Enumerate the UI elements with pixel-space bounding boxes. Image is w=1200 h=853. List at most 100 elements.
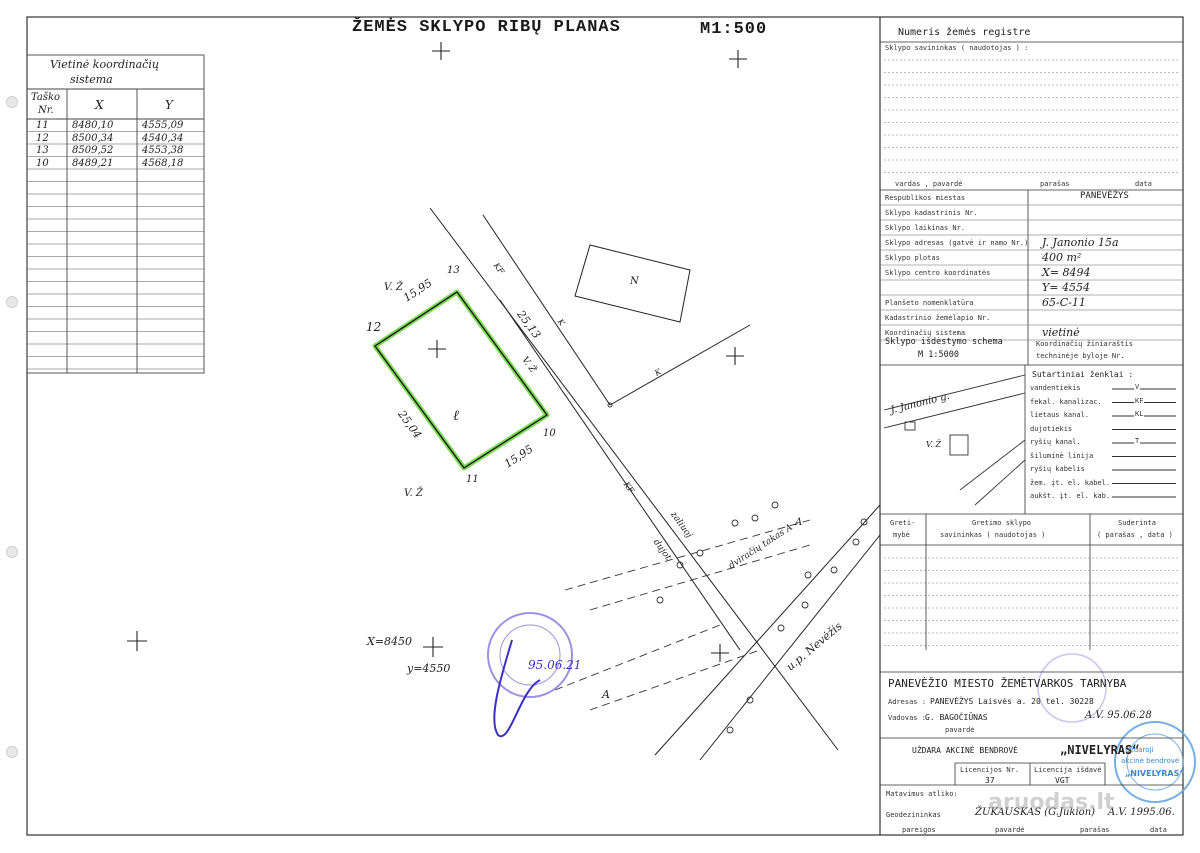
license-issued: VGT (1055, 776, 1070, 785)
point-label-13: 13 (447, 265, 460, 276)
scheme-scale: M 1:5000 (918, 350, 959, 360)
round-stamp (487, 612, 573, 698)
surveyor-label: Geodezininkas (886, 811, 941, 819)
sig-name-caption: vardas , pavardė (895, 180, 963, 188)
coord-y-value: 4540,34 (142, 132, 184, 144)
plan-scale: M1:500 (700, 20, 768, 39)
company-type: UŽDARA AKCINĖ BENDROVĖ (912, 746, 1018, 755)
vz-label: V. Ž (404, 488, 423, 499)
neighbors-col2: Gretimo sklypo (972, 519, 1032, 527)
registry-row-label: Respublikos miestas (885, 194, 966, 202)
legend-item-label: aukšt. įt. el. kab. (1030, 492, 1111, 500)
registry-row-value: vietinė (1042, 326, 1080, 339)
stamp-text: Uždaroji (1125, 746, 1154, 754)
point-label-11: 11 (466, 474, 479, 485)
registry-row-label: Sklypo kadastrinis Nr. (885, 209, 978, 217)
registry-row-value: X= 8494 (1042, 266, 1091, 279)
coord-caption-1: Vietinė koordinačių (50, 58, 159, 71)
coord-x-value: 8509,52 (72, 145, 114, 156)
registry-header: Numeris žemės registre (898, 27, 1031, 38)
coord-y-value: 4553,38 (142, 145, 184, 156)
utility-dashed (554, 519, 811, 711)
registry-row-label: Koordinačių sistema (885, 329, 966, 337)
registry-row-value: Y= 4554 (1042, 281, 1090, 294)
sig-date-caption: data (1135, 180, 1152, 188)
registry-row-label: Sklypo centro koordinatės (885, 269, 991, 277)
parcel-mark: ℓ (453, 408, 459, 424)
vz-label: V. Ž (384, 282, 403, 293)
coord-col-point-2: Nr. (38, 105, 54, 116)
section-a-label: A (602, 688, 610, 701)
neighbors-col3: ( parašas , data ) (1097, 531, 1173, 539)
neighbors-col2: savininkas ( naudotojas ) (940, 531, 1046, 539)
legend-item-label: šiluminė linija (1030, 451, 1094, 460)
legend-item-code: T (1134, 437, 1141, 445)
watermark: aruodas.lt (988, 790, 1115, 815)
footer-caption: pareigos (902, 826, 936, 834)
legend-item-code: V (1134, 383, 1141, 391)
boundary-lines (429, 207, 881, 761)
coord-x-value: 8480,10 (72, 120, 114, 131)
scheme-sketch (883, 374, 1026, 506)
coord-x-value: 8500,34 (72, 132, 114, 144)
registry-row-label: Sklypo laikinas Nr. (885, 224, 966, 232)
legend-item-code: KL (1134, 410, 1145, 418)
registry-row-label: Sklypo adresas (gatvė ir namo Nr.) (885, 239, 1029, 247)
stamp-text: akcinė bendrovė (1121, 757, 1180, 765)
registry-row-value: 65-C-11 (1042, 296, 1086, 309)
company-name: „NIVELYRAS“ (1060, 743, 1140, 757)
tree-markers (607, 402, 868, 734)
coord-col-point-1: Taško (31, 92, 61, 103)
point-label-10: 10 (543, 428, 556, 439)
coord-col-x: X (95, 98, 104, 112)
license-issued-label: Licencija išdavė (1034, 766, 1102, 774)
section-a-label: A (795, 517, 803, 528)
punch-hole (6, 296, 18, 308)
office-address-label: Adresas : (888, 698, 926, 706)
registry-row-value: 400 m² (1042, 251, 1082, 264)
surveyor-name: ŽUKAUSKAS (G.Jukion) (975, 807, 1096, 818)
office-stamp (1037, 653, 1107, 723)
sheet-frame (26, 16, 1184, 836)
legend-item-label: ryšių kanal. (1030, 438, 1081, 446)
legend-item-label: vandentiekis (1030, 384, 1081, 392)
footer-caption: data (1150, 826, 1167, 834)
registry-row-value: PANEVĖŽYS (1080, 191, 1129, 201)
grid-crosses (127, 42, 747, 662)
y-coord-label: y=4550 (407, 662, 451, 675)
building-mark: N (630, 276, 639, 287)
sig-sign-caption: parašas (1040, 180, 1070, 188)
coord-point-nr: 11 (36, 120, 49, 131)
scheme-note: techninėje byloje Nr. (1036, 352, 1125, 360)
neighbors-col1: Greti- (890, 519, 916, 527)
punch-hole (6, 96, 18, 108)
coord-y-value: 4555,09 (142, 120, 184, 131)
x-coord-label: X=8450 (367, 635, 413, 648)
scheme-note: Koordinačių žiniaraštis (1036, 340, 1133, 348)
legend-item-label: ryšių kabelis (1030, 465, 1085, 473)
legend-title: Sutartiniai ženklai : (1032, 370, 1134, 379)
legend-item-label: žem. įt. el. kabel. (1030, 478, 1111, 487)
punch-hole (6, 746, 18, 758)
neighbors-col3: Suderinta (1118, 519, 1156, 527)
stamp-text: „NIVELYRAS“ (1125, 769, 1185, 778)
legend-item-label: fekal. kanalizac. (1030, 397, 1102, 406)
vz-label: V. Ž (926, 440, 942, 449)
registry-row-label: Planšeto nomenklatūra (885, 299, 974, 307)
coord-x-value: 8489,21 (72, 157, 114, 169)
coord-col-y: Y (165, 98, 173, 112)
registry-row-label: Kadastrinio žemėlapio Nr. (885, 314, 991, 322)
office-head-signature: A.V. 95.06.28 (1085, 710, 1152, 721)
coord-point-nr: 10 (36, 157, 49, 169)
footer-caption: parašas (1080, 826, 1110, 834)
neighbors-col1: mybė (893, 531, 910, 539)
owner-label: Sklypo savininkas ( naudotojas ) : (885, 44, 1029, 52)
surveyor-av: A.V. 1995.06. (1108, 807, 1175, 818)
legend-item-label: lietaus kanal. (1030, 411, 1090, 419)
office-head: G. BAGOČIŪNAS (925, 713, 988, 722)
office-head-sub: pavardė (945, 726, 975, 734)
legend-item-code: KF (1134, 396, 1145, 405)
registry-row-label: Sklypo plotas (885, 254, 940, 262)
plan-title: ŽEMĖS SKLYPO RIBŲ PLANAS (352, 18, 621, 37)
